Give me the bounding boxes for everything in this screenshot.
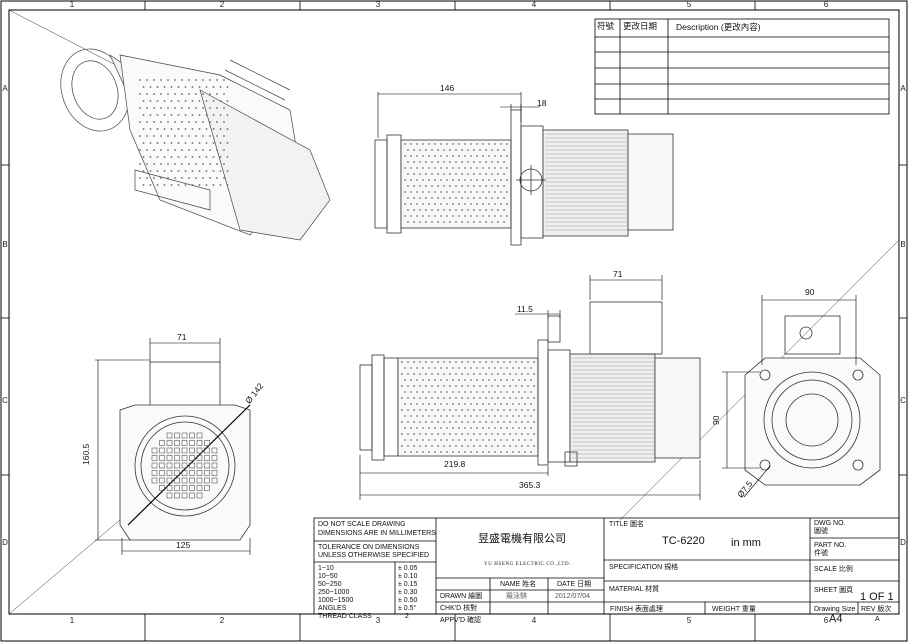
checked-label: CHK'D 核對 xyxy=(440,605,478,612)
col-label-2-bottom: 2 xyxy=(219,616,225,625)
drawing-size-value: A4 xyxy=(829,613,843,625)
tolerance-value: ± 0.30 xyxy=(398,589,418,596)
side-view-perforations xyxy=(401,361,535,453)
dim-end-width: 90 xyxy=(805,287,815,297)
isometric-view xyxy=(60,48,331,241)
row-label-a: A xyxy=(2,84,8,93)
company-name-cn: 昱盛電機有限公司 xyxy=(478,533,566,545)
side-view-dimensions xyxy=(359,275,701,500)
part-no-label: PART NO. xyxy=(814,542,847,549)
front-view xyxy=(119,361,251,541)
top-view-fins xyxy=(545,133,627,231)
dim-side-length-a: 219.8 xyxy=(444,459,466,469)
drawn-label: DRAWN 繪圖 xyxy=(440,593,483,600)
tolerance-value: 2 xyxy=(405,613,409,620)
rev-value: A xyxy=(875,616,880,623)
finish-label: FINISH 表面處理 xyxy=(610,606,663,613)
weight-label: WEIGHT 重量 xyxy=(712,606,756,613)
col-label-4-bottom: 4 xyxy=(531,616,537,625)
title-block-grid xyxy=(313,517,900,615)
col-label-1-bottom: 1 xyxy=(69,616,75,625)
col-label-3: 3 xyxy=(375,0,381,9)
tolerance-value: ± 0.50 xyxy=(398,597,418,604)
col-label-1: 1 xyxy=(69,0,75,9)
dim-top-flange: 18 xyxy=(537,98,547,108)
drawing-size-label: Drawing Size xyxy=(814,606,856,613)
tolerance-range: THREAD CLASS xyxy=(318,613,372,620)
revision-table xyxy=(594,18,890,115)
row-label-d: D xyxy=(2,538,8,547)
col-label-3-bottom: 3 xyxy=(375,616,381,625)
front-view-grid xyxy=(151,432,218,499)
row-label-c-right: C xyxy=(900,396,906,405)
revision-symbol-header: 符號 xyxy=(597,21,615,31)
tolerance-value: ± 0.15 xyxy=(398,581,418,588)
sheet-value: 1 OF 1 xyxy=(860,591,894,603)
tolerance-title: TOLERANCE ON DIMENSIONS xyxy=(318,544,420,551)
sheet-label: SHEET 圖頁 xyxy=(814,587,854,594)
col-label-5-bottom: 5 xyxy=(686,616,692,625)
date-header: DATE 日期 xyxy=(557,581,592,588)
end-view-dimensions xyxy=(722,295,857,498)
dim-front-height: 160.5 xyxy=(81,443,91,465)
dim-front-width-top: 71 xyxy=(177,332,187,342)
specification-label: SPECIFICATION 規格 xyxy=(609,564,679,571)
material-label: MATERIAL 材質 xyxy=(609,586,660,593)
dwg-no-label: DWG NO. xyxy=(814,520,846,527)
revision-description-header: Description (更改內容) xyxy=(676,22,761,32)
top-view-dimensions xyxy=(377,92,540,138)
title-value: TC-6220 xyxy=(662,535,705,547)
top-view-perforations xyxy=(404,143,508,223)
top-view xyxy=(374,109,674,246)
company-name-en: YU HSENG ELECTRIC CO.,LTD. xyxy=(484,562,572,567)
dim-side-length-b: 365.3 xyxy=(519,480,541,490)
row-label-d-right: D xyxy=(900,538,906,547)
end-view xyxy=(744,315,881,486)
row-label-a-right: A xyxy=(900,84,906,93)
note-millimeters: DIMENSIONS ARE IN MILLIMETERS xyxy=(318,530,436,537)
approved-label: APPV'D 確認 xyxy=(440,617,482,624)
drawn-date: 2012/07/04 xyxy=(555,593,591,600)
revision-date-header: 更改日期 xyxy=(623,21,658,31)
tolerance-range: ANGLES xyxy=(318,605,347,612)
dim-end-height: 90 xyxy=(711,415,721,425)
tolerance-value: ± 0.05 xyxy=(398,565,418,572)
note-do-not-scale: DO NOT SCALE DRAWING xyxy=(318,521,406,528)
row-label-b-right: B xyxy=(900,240,906,249)
row-label-b: B xyxy=(2,240,8,249)
front-view-dimensions xyxy=(95,338,251,555)
name-header: NAME 姓名 xyxy=(500,581,537,588)
part-no-cn: 件號 xyxy=(814,550,828,557)
tolerance-range: 250~1000 xyxy=(318,589,350,596)
tolerance-range: 50~250 xyxy=(318,581,342,588)
col-label-6: 6 xyxy=(823,0,829,9)
title-unit: in mm xyxy=(731,537,761,549)
side-view-fins xyxy=(572,357,654,459)
col-label-6-bottom: 6 xyxy=(823,616,829,625)
dim-top-length: 146 xyxy=(440,83,455,93)
isometric-perforations xyxy=(139,79,229,186)
title-label: TITLE 圖名 xyxy=(609,521,645,528)
col-label-5: 5 xyxy=(686,0,692,9)
side-view xyxy=(359,301,701,467)
col-label-4: 4 xyxy=(531,0,537,9)
dwg-no-cn: 圖號 xyxy=(814,528,828,535)
tolerance-subtitle: UNLESS OTHERWISE SPECIFIED xyxy=(318,552,430,559)
dim-side-flange: 11.5 xyxy=(517,304,533,314)
row-label-c: C xyxy=(2,396,8,405)
tolerance-value: ± 0.5° xyxy=(398,605,417,612)
drawn-name: 羅泳騏 xyxy=(506,593,527,600)
tolerance-range: 10~50 xyxy=(318,573,338,580)
scale-label: SCALE 比例 xyxy=(814,566,853,573)
rev-label: REV 版次 xyxy=(861,606,892,613)
dim-front-bottom-width: 125 xyxy=(176,540,191,550)
dim-side-width-top: 71 xyxy=(613,269,623,279)
col-label-2: 2 xyxy=(219,0,225,9)
tolerance-value: ± 0.10 xyxy=(398,573,418,580)
tolerance-range: 1~10 xyxy=(318,565,334,572)
tolerance-range: 1000~1500 xyxy=(318,597,354,604)
